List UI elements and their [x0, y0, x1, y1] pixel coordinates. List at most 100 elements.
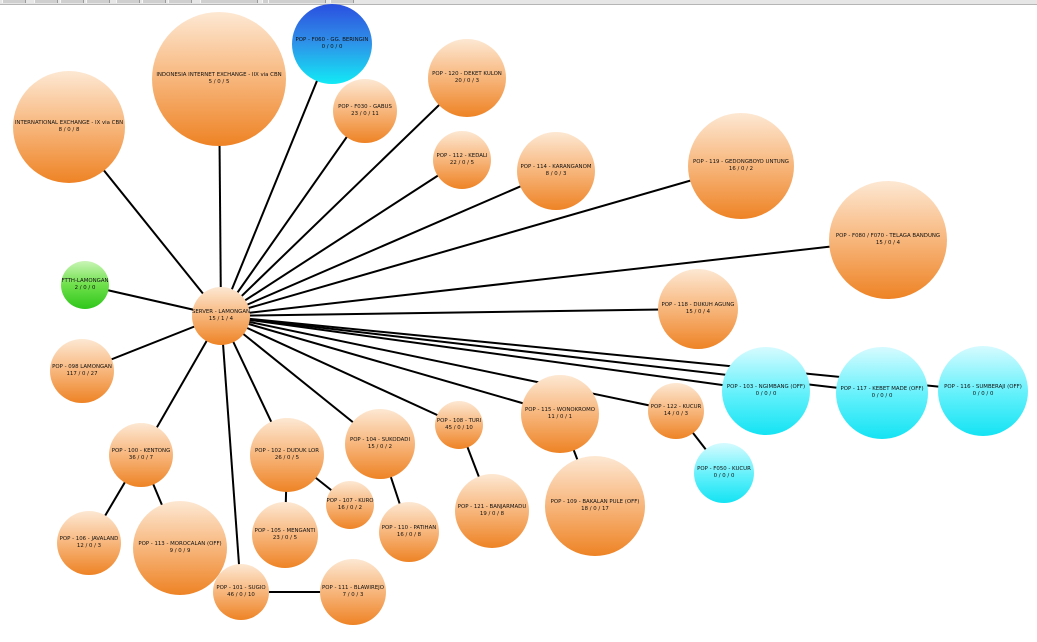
node-p109[interactable]: POP - 109 - BAKALAN PULE (OFF)18 / 0 / 1… — [545, 456, 645, 556]
node-stats: 12 / 0 / 3 — [76, 543, 102, 549]
toolbar-button-2[interactable] — [34, 0, 58, 3]
toolbar-button-5[interactable] — [116, 0, 140, 3]
node-label: POP - 115 - WONOKROMO — [524, 407, 596, 413]
node-label: POP - 109 - BAKALAN PULE (OFF) — [550, 499, 640, 505]
toolbar-button-6[interactable] — [142, 0, 166, 3]
node-label: POP - F080 / F070 - TELAGA BANDUNG — [835, 233, 941, 239]
node-p116[interactable]: POP - 116 - SUMBERAJI (OFF)0 / 0 / 0 — [938, 346, 1028, 436]
node-stats: 8 / 0 / 8 — [58, 127, 80, 133]
node-stats: 15 / 0 / 2 — [367, 444, 393, 450]
node-label: POP - 118 - DUKUH AGUNG — [661, 302, 735, 308]
link-server-p114 — [220, 170, 557, 317]
node-stats: 19 / 0 / 8 — [479, 511, 505, 517]
link-server-p101 — [220, 315, 242, 593]
link-server-f030 — [220, 110, 366, 317]
node-stats: 0 / 0 / 0 — [713, 473, 735, 479]
node-label: POP - F030 - GABUS — [338, 104, 392, 110]
node-label: POP - 119 - GEDONGBOYO UNTUNG — [693, 159, 789, 165]
node-stats: 23 / 0 / 5 — [272, 535, 298, 541]
toolbar — [0, 0, 1037, 5]
node-iix[interactable]: INDONESIA INTERNET EXCHANGE - IIX via CB… — [152, 12, 286, 146]
link-server-f080 — [220, 239, 889, 317]
node-stats: 14 / 0 / 3 — [663, 411, 689, 417]
node-stats: 23 / 0 / 11 — [351, 111, 379, 117]
node-p113[interactable]: POP - 113 - MOROCALAN (OFF)9 / 0 / 9 — [133, 501, 227, 595]
node-label: POP - 117 - KEBET MADE (OFF) — [840, 386, 924, 392]
link-server-p108 — [220, 315, 460, 426]
toolbar-button-8[interactable] — [200, 0, 258, 3]
node-stats: 45 / 0 / 10 — [445, 425, 473, 431]
link-server-p120 — [220, 77, 468, 317]
link-server-p122 — [220, 315, 677, 412]
node-label: POP - F050 - KUCUR — [697, 466, 751, 472]
node-stats: 16 / 0 / 2 — [728, 166, 754, 172]
node-stats: 18 / 0 / 17 — [581, 506, 609, 512]
node-stats: 26 / 0 / 5 — [274, 455, 300, 461]
node-label: POP - 122 - KUCUR — [650, 404, 702, 410]
toolbar-button-3[interactable] — [60, 0, 84, 3]
node-stats: 2 / 0 / 0 — [74, 285, 96, 291]
toolbar-button-1[interactable] — [2, 0, 26, 3]
node-label: FTTH-LAMONGAN — [61, 278, 109, 284]
node-label: POP - 113 - MOROCALAN (OFF) — [138, 541, 222, 547]
node-stats: 0 / 0 / 0 — [871, 393, 893, 399]
node-label: POP - 110 - PATIHAN — [381, 525, 437, 531]
node-stats: 15 / 0 / 4 — [685, 309, 711, 315]
link-server-p115 — [220, 315, 561, 415]
node-label: POP - 107 - KURO — [326, 498, 374, 504]
node-stats: 0 / 0 / 0 — [755, 391, 777, 397]
node-stats: 0 / 0 / 0 — [321, 44, 343, 50]
node-stats: 7 / 0 / 3 — [342, 592, 364, 598]
node-stats: 20 / 0 / 3 — [454, 78, 480, 84]
node-stats: 0 / 0 / 0 — [972, 391, 994, 397]
link-server-p112 — [220, 159, 463, 317]
node-label: POP - 121 - BANJARMADU — [457, 504, 527, 510]
node-stats: 46 / 0 / 10 — [227, 592, 255, 598]
toolbar-button-11[interactable] — [330, 0, 354, 3]
node-label: POP - 101 - SUGIO — [216, 585, 266, 591]
node-label: POP - 103 - NGIMBANG (OFF) — [726, 384, 806, 390]
node-label: POP - 102 - DUDUK LOR — [254, 448, 320, 454]
node-label: POP - 108 - TURI — [436, 418, 482, 424]
toolbar-button-4[interactable] — [86, 0, 110, 3]
node-stats: 9 / 0 / 9 — [169, 548, 191, 554]
node-label: POP - 104 - SUKODADI — [349, 437, 411, 443]
link-server-f060 — [220, 43, 333, 317]
node-p117[interactable]: POP - 117 - KEBET MADE (OFF)0 / 0 / 0 — [836, 347, 928, 439]
node-stats: 11 / 0 / 1 — [547, 414, 573, 420]
toolbar-button-7[interactable] — [168, 0, 192, 3]
node-stats: 16 / 0 / 8 — [396, 532, 422, 538]
node-p103[interactable]: POP - 103 - NGIMBANG (OFF)0 / 0 / 0 — [722, 347, 810, 435]
node-stats: 15 / 0 / 4 — [875, 240, 901, 246]
node-stats: 22 / 0 / 5 — [449, 160, 475, 166]
toolbar-button-10[interactable] — [268, 0, 326, 3]
node-label: POP - 098 LAMONGAN — [52, 364, 112, 370]
node-label: POP - F060 - GG. BERINGIN — [295, 37, 369, 43]
